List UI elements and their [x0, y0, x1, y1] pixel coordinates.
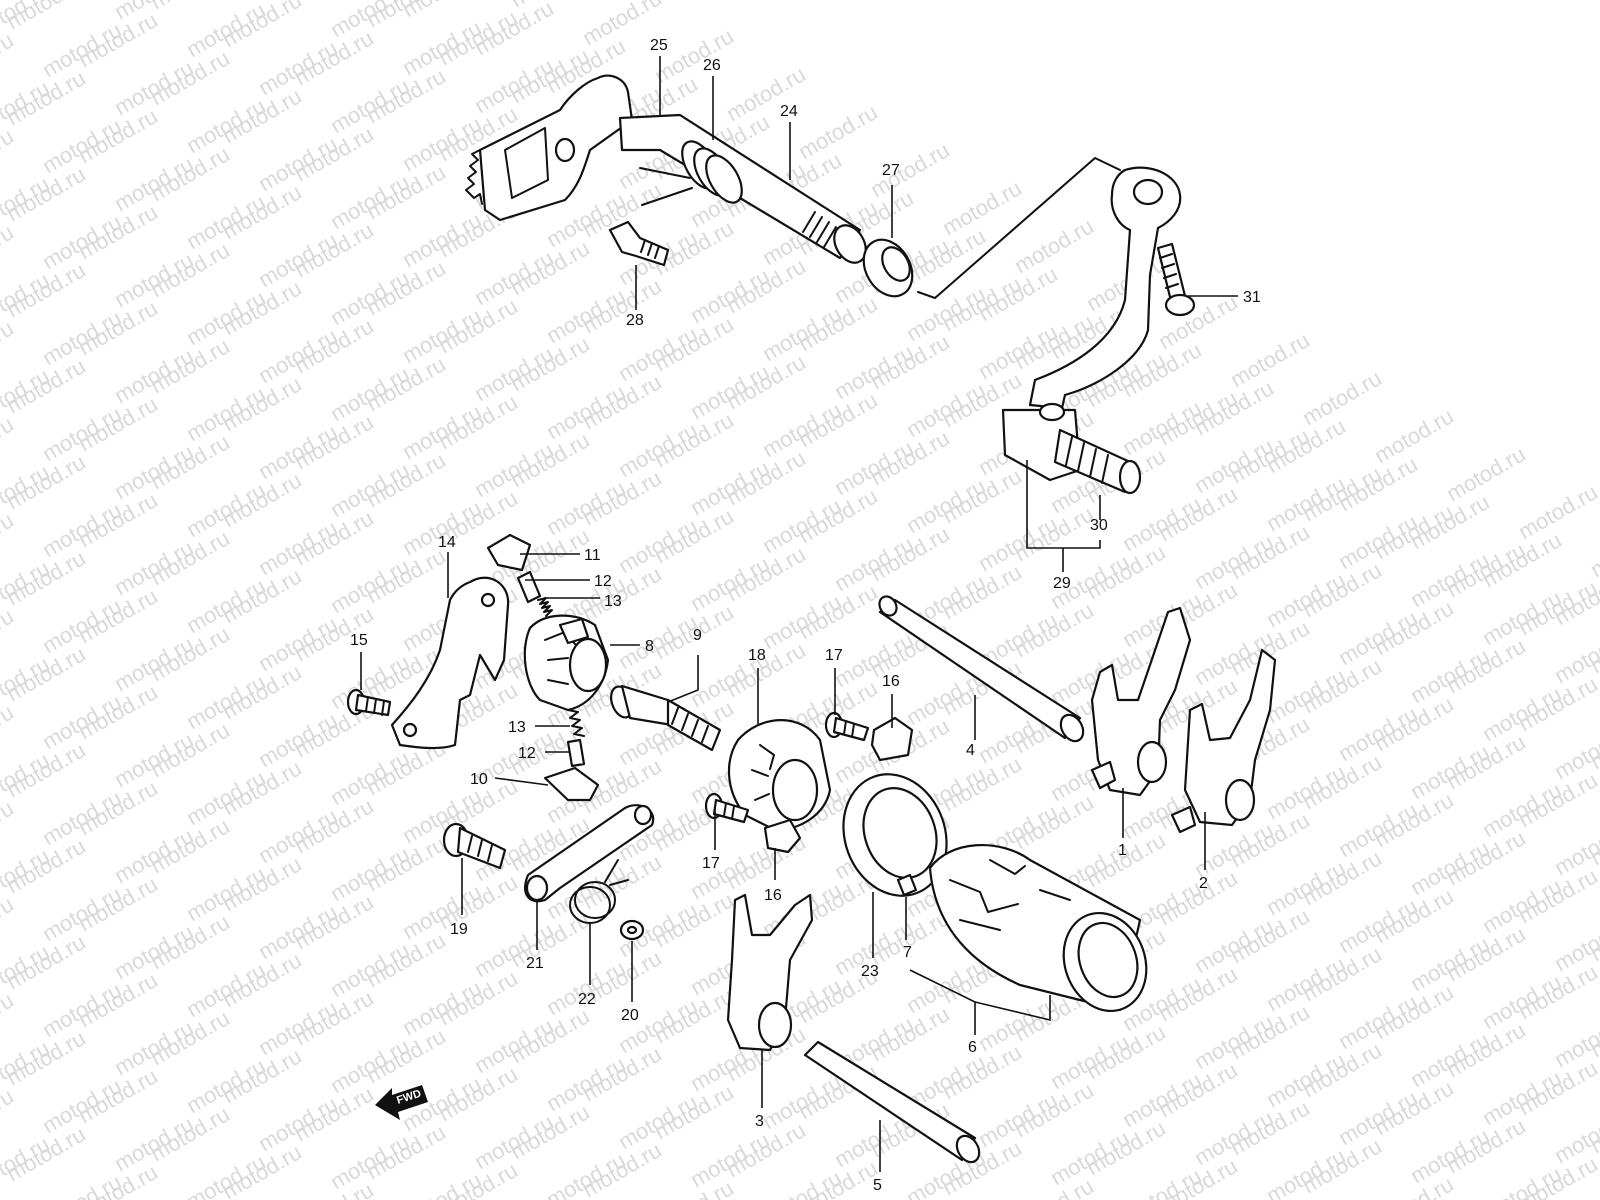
- callout-5: 5: [873, 1177, 882, 1194]
- watermark-text: motod.ru: [398, 1167, 486, 1200]
- part-12-pin: [566, 738, 586, 768]
- callout-13: 13: [508, 719, 526, 736]
- watermark-text: motod.ru: [1442, 441, 1530, 506]
- watermark-text: motod.ru: [0, 987, 18, 1052]
- callout-28: 28: [626, 312, 644, 329]
- callout-29: 29: [1053, 575, 1071, 592]
- callout-17: 17: [825, 647, 843, 664]
- watermark-text: motod.ru: [0, 891, 18, 956]
- watermark-text: motod.ru: [650, 23, 738, 88]
- callout-30: 30: [1090, 517, 1108, 534]
- part-31-bolt: [1156, 242, 1196, 317]
- callout-20: 20: [621, 1007, 639, 1024]
- callout-7: 7: [903, 944, 912, 961]
- watermark-text: motod.ru: [0, 219, 18, 284]
- callout-12: 12: [518, 745, 536, 762]
- watermark-text: motod.ru: [1226, 327, 1314, 392]
- part-14-hole: [402, 722, 418, 738]
- callout-16: 16: [882, 673, 900, 690]
- watermark-text: motod.ru: [0, 123, 18, 188]
- callout-19: 19: [450, 921, 468, 938]
- watermark-text: motod.ru: [866, 137, 954, 202]
- watermark-text: motod.ru: [182, 1149, 270, 1200]
- callout-9: 9: [693, 627, 702, 644]
- callout-21: 21: [526, 955, 544, 972]
- part-29-pedal-block-top: [1038, 402, 1066, 422]
- part-25-pin: [554, 137, 576, 163]
- callout-24: 24: [780, 103, 798, 120]
- callout-16: 16: [764, 887, 782, 904]
- callout-4: 4: [966, 742, 975, 759]
- callout-1: 1: [1118, 842, 1127, 859]
- watermark-text: motod.ru: [38, 1169, 126, 1200]
- callout-25: 25: [650, 37, 668, 54]
- callout-22: 22: [578, 991, 596, 1008]
- watermark-text: motod.ru: [0, 699, 18, 764]
- part-14-hole: [480, 592, 496, 608]
- watermark-text: motod.ru: [1298, 365, 1386, 430]
- callout-15: 15: [350, 632, 368, 649]
- part-17-screw: [824, 711, 870, 742]
- callout-2: 2: [1199, 875, 1208, 892]
- part-29-clamp-hole: [1132, 178, 1164, 206]
- watermark-text: motod.ru: [1586, 517, 1600, 582]
- watermark-text: motod.ru: [1154, 289, 1242, 354]
- watermark-text: motod.ru: [542, 1147, 630, 1200]
- watermark-text: motod.ru: [1370, 403, 1458, 468]
- callout-10: 10: [470, 771, 488, 788]
- callout-11: 11: [584, 547, 601, 564]
- callout-6: 6: [968, 1039, 977, 1056]
- callout-12: 12: [594, 573, 612, 590]
- watermark-text: motod.ru: [1010, 213, 1098, 278]
- watermark-text: motod.ru: [0, 1083, 18, 1148]
- part-10-stopper: [543, 766, 600, 802]
- watermark-text: motod.ru: [0, 603, 18, 668]
- watermark-text: motod.ru: [794, 99, 882, 164]
- callout-31: 31: [1243, 289, 1261, 306]
- watermark-text: motod.ru: [0, 507, 18, 572]
- callout-27: 27: [882, 162, 900, 179]
- callout-17: 17: [702, 855, 720, 872]
- watermark-text: motod.ru: [0, 27, 18, 92]
- callout-26: 26: [703, 57, 721, 74]
- watermark-text: motod.ru: [0, 411, 18, 476]
- callout-13: 13: [604, 593, 622, 610]
- callout-18: 18: [748, 647, 766, 664]
- watermark-text: motod.ru: [0, 315, 18, 380]
- part-20-washer: [619, 919, 645, 941]
- callout-3: 3: [755, 1113, 764, 1130]
- callout-8: 8: [645, 638, 654, 655]
- callout-23: 23: [861, 963, 879, 980]
- callout-14: 14: [438, 534, 456, 551]
- watermark-text: motod.ru: [0, 795, 18, 860]
